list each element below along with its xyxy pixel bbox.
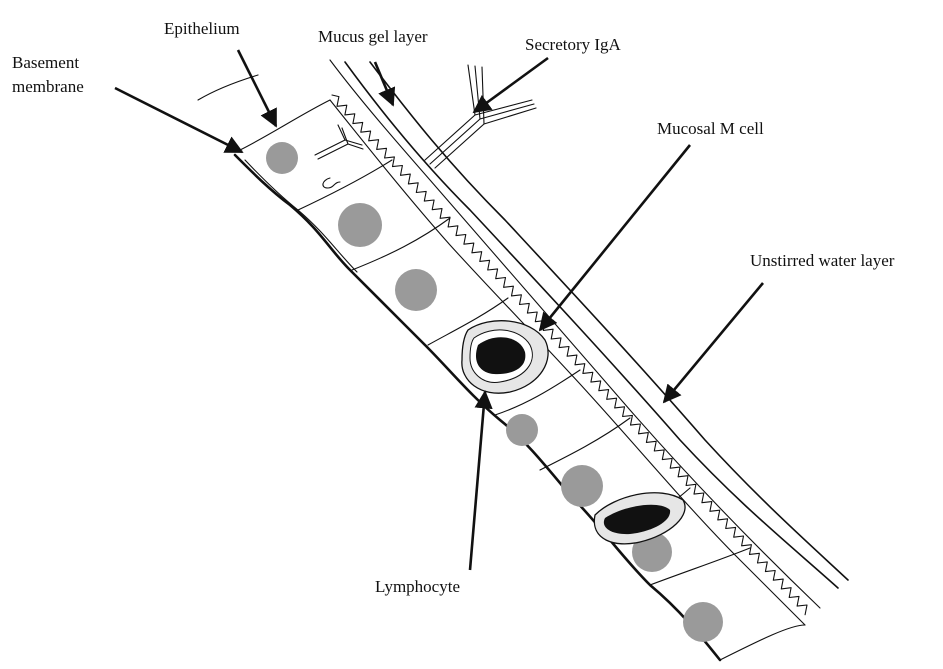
arrow-lymphocyte — [470, 392, 485, 570]
lymphocyte-cell — [594, 493, 685, 544]
arrow-basement-membrane — [115, 88, 242, 152]
mucus-gel-layer-lines — [330, 60, 820, 608]
lymphocyte-nucleus — [476, 337, 525, 374]
label-lymphocyte: Lymphocyte — [375, 577, 460, 596]
arrow-secretory-iga — [474, 58, 548, 112]
nucleus — [506, 414, 538, 446]
arrow-epithelium — [238, 50, 276, 126]
unstirred-water-layer-lines — [345, 62, 848, 588]
label-epithelium: Epithelium — [164, 19, 240, 38]
label-unstirred-water-layer: Unstirred water layer — [750, 251, 895, 270]
nucleus — [266, 142, 298, 174]
intracellular-iga-glyph — [315, 125, 363, 188]
nucleus — [395, 269, 437, 311]
label-mucosal-m-cell: Mucosal M cell — [657, 119, 764, 138]
label-basement-membrane-line1: Basement — [12, 53, 79, 72]
label-basement-membrane-line2: membrane — [12, 77, 84, 96]
arrow-mucus-gel-layer — [375, 62, 393, 105]
arrow-mucosal-m-cell — [540, 145, 690, 330]
arrow-unstirred-water-layer — [664, 283, 763, 402]
label-secretory-iga: Secretory IgA — [525, 35, 622, 54]
m-cell — [462, 321, 548, 393]
nucleus — [338, 203, 382, 247]
nucleus — [561, 465, 603, 507]
nucleus — [683, 602, 723, 642]
label-mucus-gel-layer: Mucus gel layer — [318, 27, 428, 46]
